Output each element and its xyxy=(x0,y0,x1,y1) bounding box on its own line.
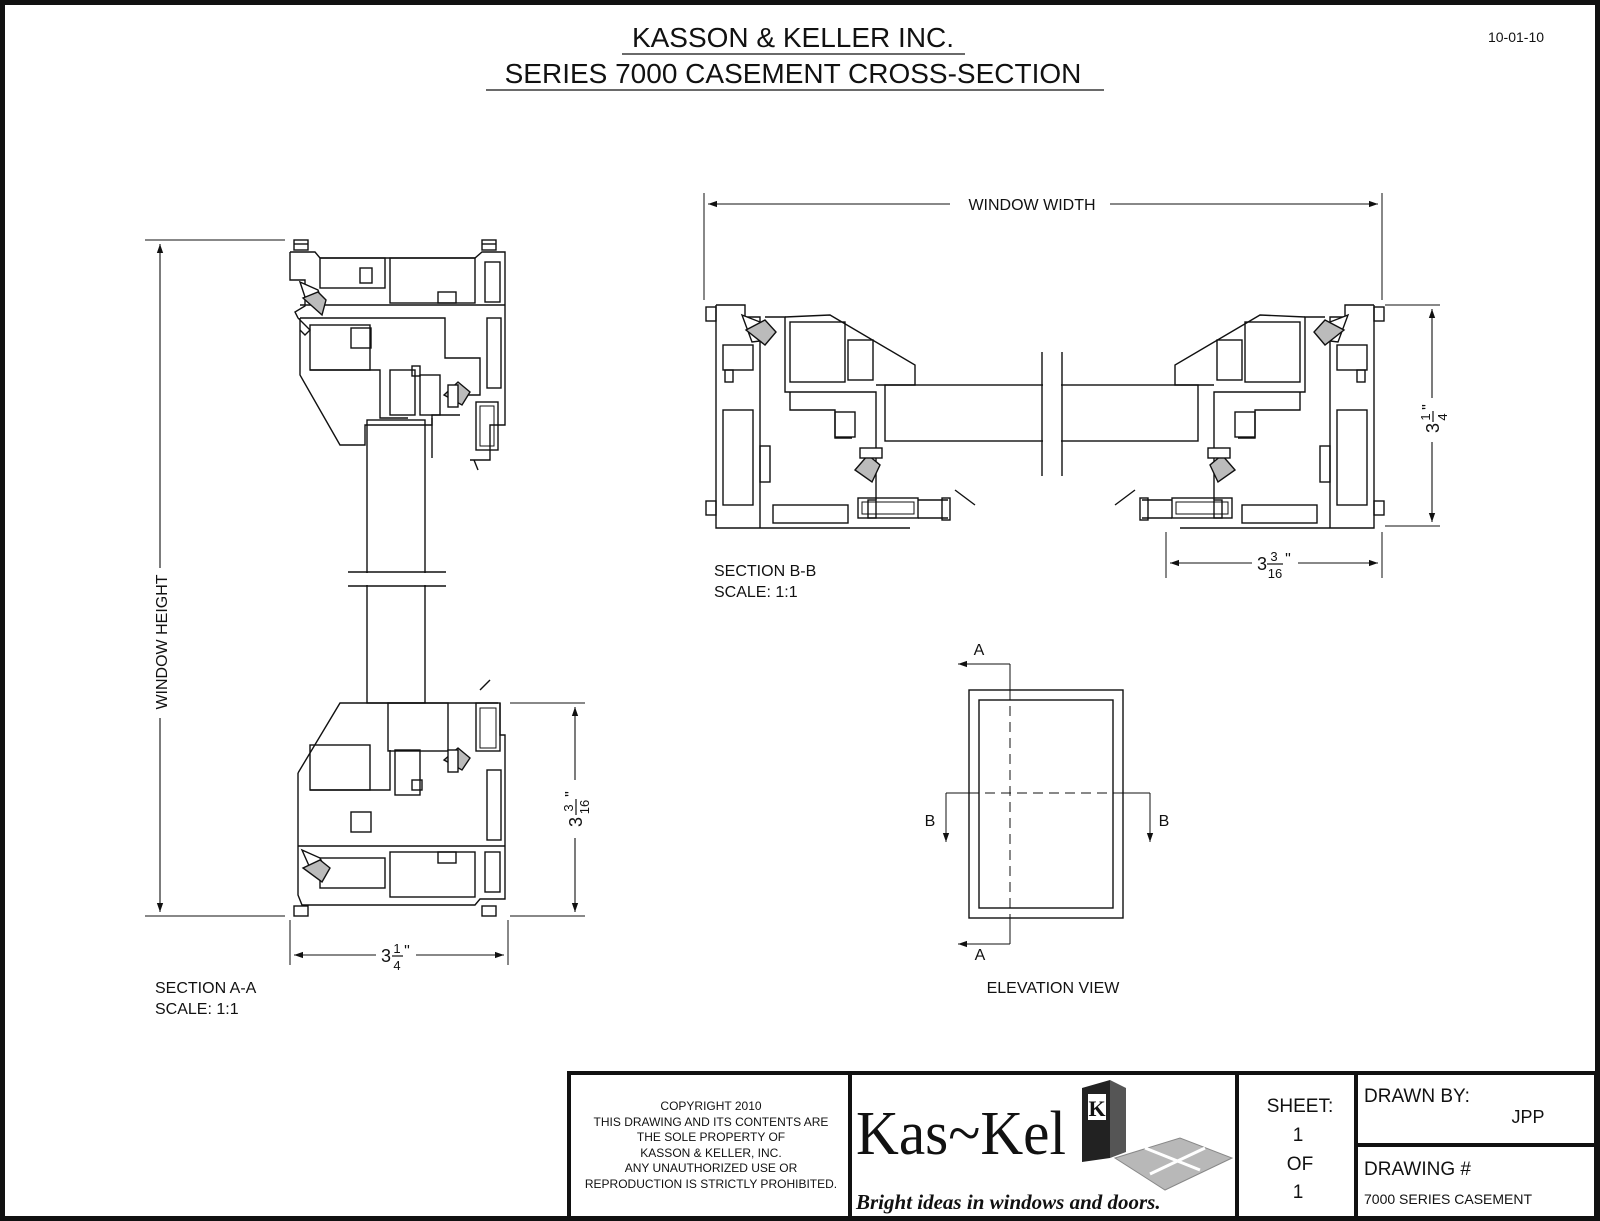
svg-text:16: 16 xyxy=(577,800,592,814)
logo-tagline: Bright ideas in windows and doors. xyxy=(855,1190,1161,1214)
svg-text:3: 3 xyxy=(1423,423,1443,433)
svg-text:3: 3 xyxy=(1257,554,1267,574)
svg-text:1: 1 xyxy=(393,941,400,956)
section-a-drawing xyxy=(145,239,590,970)
svg-text:": " xyxy=(1420,404,1437,410)
jamb-width-dim-text: 3 3 16 " xyxy=(1257,549,1291,581)
glass-pane-vertical xyxy=(366,419,426,704)
section-b-caption: SECTION B-B xyxy=(714,563,816,580)
left-jamb-profile xyxy=(705,304,976,529)
elevation-label-b-left: B xyxy=(925,813,936,830)
svg-text:4: 4 xyxy=(393,958,400,973)
svg-text:3: 3 xyxy=(566,817,586,827)
window-width-label: WINDOW WIDTH xyxy=(968,197,1095,214)
company-logo: K Kas~Kel Bright ideas in windows and do… xyxy=(855,1080,1234,1214)
elevation-drawing xyxy=(942,660,1154,948)
sheet-number: 1 xyxy=(1293,1125,1304,1146)
frame-depth-dim-text: 3 1 4 " xyxy=(381,941,410,973)
drawn-by-value: JPP xyxy=(1511,1107,1544,1127)
sheet-of: OF xyxy=(1287,1154,1313,1175)
elevation-inner-sash xyxy=(978,699,1114,909)
window-height-label: WINDOW HEIGHT xyxy=(154,574,171,709)
svg-text:3: 3 xyxy=(561,804,576,811)
svg-text:KASSON & KELLER, INC.: KASSON & KELLER, INC. xyxy=(640,1146,781,1160)
sill-frame-profile xyxy=(293,679,506,917)
svg-text:16: 16 xyxy=(1268,566,1282,581)
right-jamb-profile xyxy=(1114,304,1385,529)
svg-text:3: 3 xyxy=(381,946,391,966)
section-b-scale: SCALE: 1:1 xyxy=(714,584,798,601)
svg-text:": " xyxy=(1285,551,1291,568)
svg-text:REPRODUCTION IS STRICTLY PROHI: REPRODUCTION IS STRICTLY PROHIBITED. xyxy=(585,1177,837,1191)
svg-text:COPYRIGHT 2010: COPYRIGHT 2010 xyxy=(660,1099,761,1113)
section-a-scale: SCALE: 1:1 xyxy=(155,1001,239,1018)
sill-height-dim-text: 3 3 16 " xyxy=(561,791,592,827)
jamb-depth-dim-text: 3 1 4 " xyxy=(1418,404,1450,433)
svg-text:": " xyxy=(404,943,410,960)
section-a-caption: SECTION A-A xyxy=(155,980,257,997)
elevation-caption: ELEVATION VIEW xyxy=(987,980,1121,997)
drawing-number-label: DRAWING # xyxy=(1364,1159,1471,1180)
drawing-number-value: 7000 SERIES CASEMENT xyxy=(1364,1191,1533,1207)
copyright-notice: COPYRIGHT 2010 THIS DRAWING AND ITS CONT… xyxy=(585,1099,837,1191)
title-block xyxy=(567,1071,1598,1220)
drawn-by-label: DRAWN BY: xyxy=(1364,1086,1470,1107)
company-title: KASSON & KELLER INC. xyxy=(632,22,954,53)
elevation-outer-frame xyxy=(968,689,1124,919)
svg-text:THE SOLE PROPERTY OF: THE SOLE PROPERTY OF xyxy=(637,1130,785,1144)
svg-text:4: 4 xyxy=(1435,413,1450,420)
svg-text:1: 1 xyxy=(1418,413,1433,420)
svg-text:3: 3 xyxy=(1270,549,1277,564)
sheet-total: 1 xyxy=(1293,1182,1304,1203)
svg-text:THIS DRAWING AND ITS CONTENTS: THIS DRAWING AND ITS CONTENTS ARE xyxy=(594,1115,829,1129)
logo-mark: K xyxy=(1088,1096,1105,1121)
svg-text:ANY UNAUTHORIZED USE OR: ANY UNAUTHORIZED USE OR xyxy=(625,1161,798,1175)
logo-door-icon xyxy=(1082,1080,1110,1162)
elevation-label-b-right: B xyxy=(1159,813,1170,830)
logo-wordmark: Kas~Kel xyxy=(856,1100,1066,1168)
svg-text:": " xyxy=(563,791,580,797)
drawing-date: 10-01-10 xyxy=(1488,29,1544,45)
sheet-label: SHEET: xyxy=(1267,1096,1334,1117)
drawing-title: SERIES 7000 CASEMENT CROSS-SECTION xyxy=(505,58,1082,89)
elevation-label-a-top: A xyxy=(974,642,985,659)
elevation-label-a-bottom: A xyxy=(975,947,986,964)
head-frame-profile xyxy=(289,239,506,471)
section-b-drawing xyxy=(703,192,1446,581)
